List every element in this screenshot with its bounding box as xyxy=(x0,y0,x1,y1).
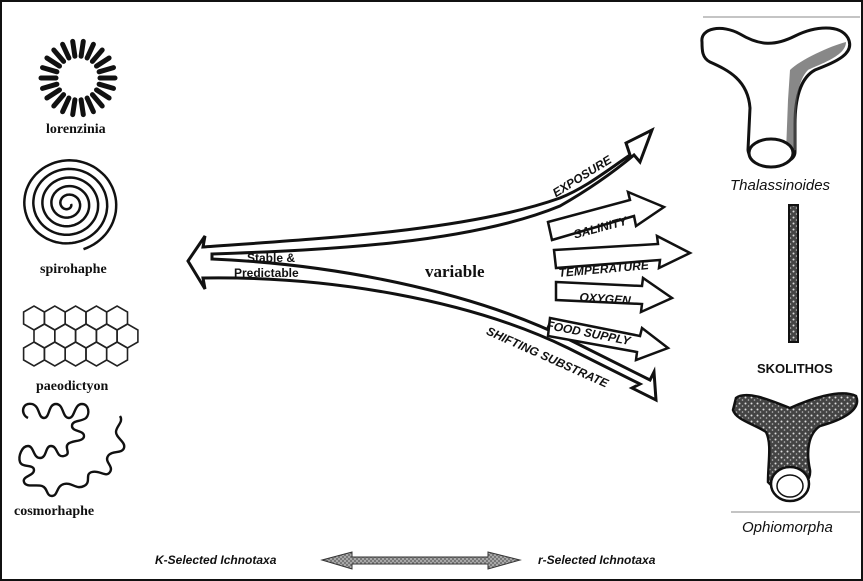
lorenzinia-lobe xyxy=(97,90,110,98)
paeodictyon-cell xyxy=(107,342,128,366)
paeodictyon-cell xyxy=(86,342,107,366)
lorenzinia-lobe xyxy=(97,58,110,66)
stable-label-line1: Stable & xyxy=(247,251,295,265)
skolithos-icon xyxy=(789,205,798,342)
lorenzinia-lobe xyxy=(87,98,93,112)
lorenzinia-lobe xyxy=(92,95,102,106)
lorenzinia-lobe xyxy=(54,95,64,106)
paeodictyon-icon xyxy=(24,306,138,366)
k-selected-label: K-Selected Ichnotaxa xyxy=(155,553,276,567)
k-r-double-arrow xyxy=(322,552,520,569)
cosmorhaphe-icon xyxy=(19,404,124,496)
lorenzinia-lobe xyxy=(43,68,57,72)
lorenzinia-lobe xyxy=(99,68,113,72)
lorenzinia-lobe xyxy=(54,50,64,61)
skolithos-label: SKOLITHOS xyxy=(757,361,833,376)
thalassinoides-icon xyxy=(702,17,860,167)
lorenzinia-lobe xyxy=(99,84,113,88)
stable-label-line2: Predictable xyxy=(234,266,299,280)
paeodictyon-cell xyxy=(65,342,86,366)
lorenzinia-lobe xyxy=(43,84,57,88)
paeodictyon-cell xyxy=(24,342,45,366)
r-selected-label: r-Selected Ichnotaxa xyxy=(538,553,655,567)
paeodictyon-cell xyxy=(44,342,65,366)
thalassinoides-label: Thalassinoides xyxy=(730,177,830,194)
lorenzinia-lobe xyxy=(73,100,75,115)
lorenzinia-lobe xyxy=(63,98,69,112)
lorenzinia-icon xyxy=(41,41,115,114)
lorenzinia-label: lorenzinia xyxy=(46,122,106,138)
ophiomorpha-label: Ophiomorpha xyxy=(742,519,833,536)
spirohaphe-icon xyxy=(24,160,116,249)
cosmorhaphe-label: cosmorhaphe xyxy=(14,504,94,520)
lorenzinia-lobe xyxy=(87,44,93,58)
lorenzinia-lobe xyxy=(47,58,60,66)
lorenzinia-lobe xyxy=(73,41,75,56)
lorenzinia-lobe xyxy=(92,50,102,61)
lorenzinia-lobe xyxy=(47,90,60,98)
lorenzinia-lobe xyxy=(81,41,83,56)
lorenzinia-lobe xyxy=(81,100,83,115)
spirohaphe-label: spirohaphe xyxy=(40,262,107,278)
variable-label: variable xyxy=(425,262,485,282)
lorenzinia-lobe xyxy=(63,44,69,58)
ophiomorpha-icon xyxy=(731,393,860,512)
paeodictyon-label: paeodictyon xyxy=(36,379,108,395)
